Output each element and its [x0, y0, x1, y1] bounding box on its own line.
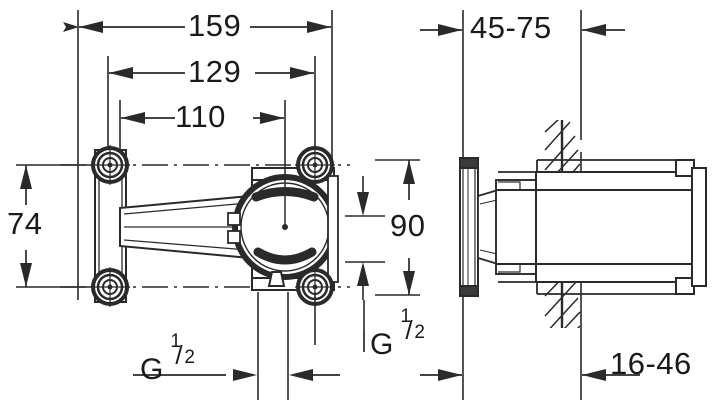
thread-denominator: 2: [414, 322, 425, 343]
dimension-label-16-46: 16-46: [610, 346, 692, 381]
dimension-label-45-75: 45-75: [470, 10, 552, 45]
thread-fraction: 1 / 2: [398, 306, 428, 354]
side-main-body: [535, 171, 693, 283]
dimension-label-90: 90: [390, 208, 426, 243]
side-body-outline-extensions: [498, 159, 676, 295]
bottom-extension-lines: [257, 292, 365, 400]
dimension-90-inner: [345, 176, 385, 300]
dimension-45-75: [420, 24, 625, 36]
g-half-left-leader: [133, 369, 340, 381]
side-escutcheon-plate: [459, 157, 479, 297]
front-side-ports: [227, 212, 241, 244]
dimension-label-159: 159: [188, 8, 242, 43]
mounting-eyelet-top-left: [90, 145, 130, 185]
dimension-16-46: [420, 369, 640, 381]
thread-letter: G: [140, 353, 164, 386]
front-connecting-arm: [119, 194, 251, 260]
front-valve-round-housing: [232, 174, 338, 280]
dimension-label-110: 110: [175, 99, 226, 134]
mounting-eyelet-top-right: [295, 145, 335, 185]
front-mounting-flange: [94, 149, 127, 303]
dimension-159: [63, 21, 331, 33]
thread-fraction: 1 / 2: [168, 331, 198, 379]
dimension-110: [121, 112, 284, 124]
front-view-extension-lines: [77, 10, 333, 300]
thread-numerator: 1: [170, 331, 181, 352]
thread-numerator: 1: [400, 306, 411, 327]
thread-letter: G: [370, 328, 394, 361]
dimension-74: [20, 165, 32, 287]
wall-hatching-top: [544, 120, 581, 175]
dimension-129: [109, 67, 314, 79]
side-neck: [477, 188, 499, 266]
side-end-lugs: [675, 159, 707, 295]
dimension-label-129: 129: [188, 54, 242, 89]
thread-callout-g-half-right: G 1 / 2: [370, 306, 428, 362]
mounting-eyelet-bottom-left: [90, 267, 130, 307]
thread-callout-g-half-left: G 1 / 2: [140, 331, 198, 387]
front-lower-tab: [267, 271, 286, 287]
thread-denominator: 2: [184, 347, 195, 368]
dimension-90-arrows: [403, 160, 415, 295]
dimension-label-74: 74: [7, 206, 43, 241]
front-right-plate: [327, 175, 339, 283]
thread-slash: /: [405, 315, 413, 345]
dimension-90: [375, 159, 420, 296]
thread-slash: /: [175, 340, 183, 370]
side-body-collar: [495, 179, 539, 275]
